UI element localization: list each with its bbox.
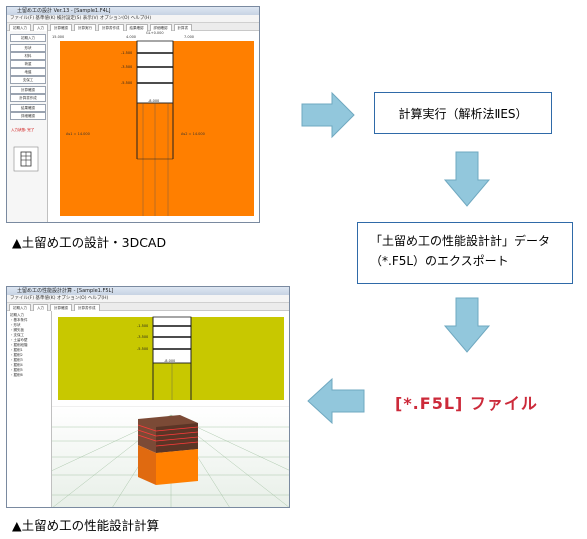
sidebar-button[interactable]: 詳細確認 (10, 112, 46, 120)
tree-item[interactable]: ・基本条件 (10, 318, 28, 322)
level-label: -5.500 (137, 347, 148, 351)
sidebar-button[interactable]: 支保工 (10, 76, 46, 84)
sidebar-button[interactable]: 初期入力 (10, 34, 46, 42)
dim-label: GL+0.000 (146, 31, 164, 35)
tree-item[interactable]: 初期入力 (10, 313, 24, 317)
level-label: -3.500 (137, 335, 148, 339)
bottom-window-menu: ファイル(F) 基準値(K) オプション(O) ヘルプ(H) (7, 295, 289, 303)
tree-item[interactable]: ・掘削2 (10, 353, 23, 357)
soil-label: As2 = 14.000 (181, 132, 205, 136)
sidebar-status: 入力状態: 完了 (11, 128, 35, 132)
section-thumbnail (13, 146, 39, 172)
tree-item[interactable]: ・形状 (10, 323, 21, 327)
level-label: -8.000 (148, 99, 159, 103)
tree-item[interactable]: ・掘削1 (10, 348, 23, 352)
tree-item[interactable]: ・土留め壁 (10, 338, 28, 342)
sidebar-button[interactable]: 地盤 (10, 68, 46, 76)
export-step-line1: 「土留め工の性能設計計」データ (370, 234, 551, 248)
section-view-2d[interactable]: -1.500 -3.500 -5.500 -8.000 (52, 311, 290, 406)
tree-view[interactable]: 初期入力 ・基本条件 ・形状 ・鋼矢板 ・支保工 ・土留め壁 ・掘削段階 ・掘削… (10, 313, 28, 378)
arrow-right-icon (301, 91, 355, 139)
tree-item[interactable]: ・掘削5 (10, 368, 23, 372)
sidebar-button[interactable]: 計算確認 (10, 86, 46, 94)
level-label: -3.500 (121, 65, 132, 69)
bottom-window-toolbar: 初期入力 入力 計算確認 計算書作成 (7, 303, 289, 312)
bottom-caption: ▲土留め工の性能設計計算 (12, 518, 160, 533)
sidebar-button[interactable]: 結果確認 (10, 104, 46, 112)
sidebar-button[interactable]: 計算書作成 (10, 94, 46, 102)
arrow-down-icon (443, 151, 491, 207)
arrow-left-icon (307, 377, 365, 425)
tree-item[interactable]: ・支保工 (10, 333, 24, 337)
soil-label: As1 = 14.000 (66, 132, 90, 136)
bottom-app-window: 土留め工の性能設計計算 - [Sample1.F5L] ファイル(F) 基準値(… (6, 286, 290, 508)
tree-item[interactable]: ・鋼矢板 (10, 328, 24, 332)
compute-step-box: 計算実行（解析法ⅡES） (374, 92, 552, 134)
top-window-menu: ファイル(F) 基準値(K) 検討設定(S) 表示(V) オプション(O) ヘル… (7, 15, 259, 23)
tree-item[interactable]: ・掘削4 (10, 363, 23, 367)
level-label: -5.500 (121, 81, 132, 85)
bottom-tree-panel: 初期入力 ・基本条件 ・形状 ・鋼矢板 ・支保工 ・土留め壁 ・掘削段階 ・掘削… (7, 311, 52, 507)
top-caption: ▲土留め工の設計・3DCAD (12, 235, 167, 250)
sidebar-button[interactable]: 形状 (10, 44, 46, 52)
bottom-window-title: 土留め工の性能設計計算 - [Sample1.F5L] (7, 287, 289, 295)
top-sidebar: 初期入力 形状 材料 荷重 地盤 支保工 計算確認 計算書作成 結果確認 詳細確… (7, 31, 48, 222)
level-label: -1.500 (121, 51, 132, 55)
top-app-window: 土留め工の設計 Ver.13 - [Sample1.F4L] ファイル(F) 基… (6, 6, 260, 223)
compute-step-label: 計算実行（解析法ⅡES） (398, 106, 528, 121)
dim-label: 15.000 (52, 35, 64, 39)
model-view-3d[interactable] (52, 407, 290, 508)
dim-label: 7.000 (184, 35, 194, 39)
level-label: -8.000 (164, 359, 175, 363)
export-step-box: 「土留め工の性能設計計」データ （*.F5L）のエクスポート (357, 222, 573, 284)
f5l-file-label: [*.F5L] ファイル (395, 394, 538, 413)
sidebar-button[interactable]: 材料 (10, 52, 46, 60)
cad-drawing[interactable]: 15.000 4.000 7.000 GL+0.000 -1.500 -3.50… (48, 31, 260, 223)
level-label: -1.500 (137, 324, 148, 328)
tree-item[interactable]: ・掘削段階 (10, 343, 28, 347)
export-step-line2: （*.F5L）のエクスポート (370, 254, 509, 268)
top-window-toolbar: 初期入力 入力 計算確認 計算実行 計算書作成 結果確認 詳細確認 計算書 (7, 23, 259, 32)
top-window-title: 土留め工の設計 Ver.13 - [Sample1.F4L] (7, 7, 259, 15)
arrow-down-icon (443, 297, 491, 353)
tree-item[interactable]: ・掘削3 (10, 358, 23, 362)
dim-label: 4.000 (126, 35, 136, 39)
tree-item[interactable]: ・掘削6 (10, 373, 23, 377)
sidebar-button[interactable]: 荷重 (10, 60, 46, 68)
